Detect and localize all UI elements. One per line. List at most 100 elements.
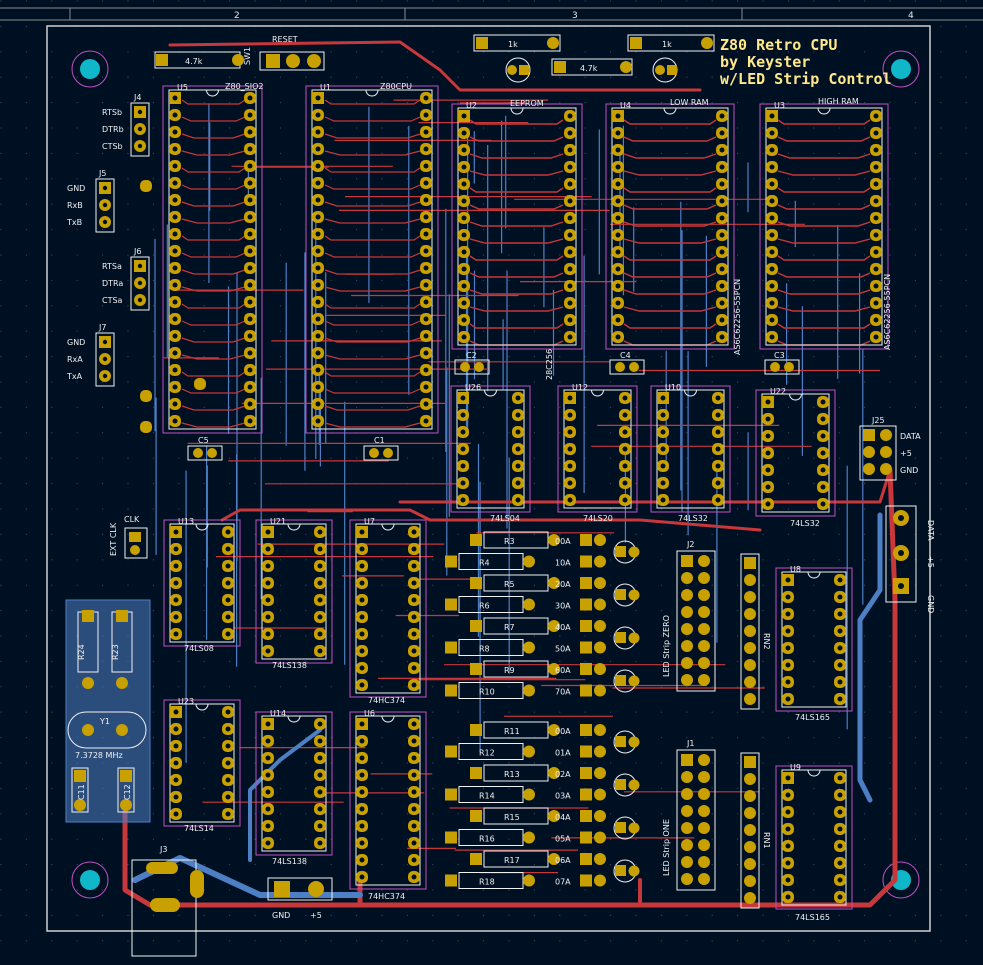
connectors: RTSbDTRbCTSbJ4GNDRxBTxBJ5RTSaDTRaCTSaJ6G… bbox=[66, 93, 935, 909]
frame-col-4: 4 bbox=[908, 11, 914, 21]
chip-value-u26: 74LS04 bbox=[490, 514, 520, 523]
sio-bus-trace bbox=[181, 99, 246, 105]
c1-label: C1 bbox=[374, 436, 385, 445]
pin-label-gnd: GND bbox=[67, 338, 85, 347]
j1-label-strip: LED Strip ONE bbox=[662, 819, 671, 876]
eeprom-bus-trace bbox=[469, 187, 564, 193]
header-ref-j7: J7 bbox=[98, 323, 106, 332]
test-pad bbox=[140, 421, 152, 433]
chip-ref-u10: U10 bbox=[665, 383, 681, 392]
ext-clk-label: EXT CLK bbox=[109, 522, 118, 556]
high-ram-bus-trace bbox=[777, 204, 871, 210]
resistor-network-rn2-label: RN2 bbox=[762, 633, 771, 650]
low-ram-bus-trace bbox=[623, 119, 717, 125]
test-pad bbox=[194, 378, 206, 390]
resistor-ref-r9: R9 bbox=[504, 666, 515, 675]
board-edge bbox=[46, 25, 931, 932]
high-ram-bus-trace bbox=[777, 323, 871, 329]
cpu-bus-trace bbox=[324, 252, 421, 258]
reset-resistor-value: 4.7k bbox=[185, 57, 203, 66]
reset-label: RESET bbox=[272, 35, 298, 44]
chip-ref-u23: U23 bbox=[178, 697, 194, 706]
chip-ref-u12: U12 bbox=[572, 383, 588, 392]
top-passives: 4.7k RESET SW1 1k 1k 4.7k bbox=[154, 34, 715, 83]
crystal-oscillator-block: R24 R23 Y1 7.3728 MHz C11 C12 bbox=[65, 599, 151, 823]
led-label-r5: 20A bbox=[555, 580, 571, 589]
power-jack-j3: J3 bbox=[131, 845, 204, 957]
power-5v-label: +5 bbox=[310, 911, 322, 920]
led-label-r8: 50A bbox=[555, 645, 571, 654]
resistor-ref-r3: R3 bbox=[504, 537, 515, 546]
led-label-r3: 00A bbox=[555, 537, 571, 546]
front-copper-traces bbox=[163, 99, 880, 874]
mounting-hole-bl bbox=[71, 861, 109, 899]
j3-label: J3 bbox=[159, 845, 167, 854]
cpu-bus-trace bbox=[324, 184, 421, 190]
resistor-top-r3: R3 00A bbox=[470, 531, 640, 564]
r-1k-left: 1k bbox=[508, 40, 518, 49]
clk-label: CLK bbox=[124, 515, 140, 524]
pin-label-txb: TxB bbox=[66, 218, 82, 227]
header-ref-j5: J5 bbox=[98, 169, 106, 178]
c12-label: C12 bbox=[123, 784, 132, 800]
high-ram-bus-trace bbox=[777, 170, 871, 176]
sio-bus-trace bbox=[181, 133, 246, 139]
chip-value-u3: HIGH RAM bbox=[818, 97, 859, 106]
chip-value-u22: 74LS32 bbox=[790, 519, 820, 528]
resistor-ref-r16: R16 bbox=[479, 835, 495, 844]
led-label-r12: 01A bbox=[555, 749, 571, 758]
led-label-r11: 00A bbox=[555, 727, 571, 736]
sio-bus-trace bbox=[181, 303, 246, 309]
led-label-r17: 06A bbox=[555, 856, 571, 865]
eeprom-bus-trace bbox=[469, 323, 564, 329]
chip-value-u13: 74LS08 bbox=[184, 644, 214, 653]
r23-label: R23 bbox=[111, 644, 120, 660]
small-capacitors: C5 C1 C2 C4 C3 bbox=[187, 351, 800, 461]
sio-bus-trace bbox=[181, 388, 246, 394]
low-ram-bus-trace bbox=[623, 136, 717, 142]
led-label-r13: 02A bbox=[555, 770, 571, 779]
right-terminal-label-1: +5 bbox=[926, 556, 935, 568]
low-ram-bus-trace bbox=[623, 289, 717, 295]
cpu-bus-trace bbox=[324, 235, 421, 241]
j25-label: J25 bbox=[871, 416, 885, 425]
chip-ref-u6: U6 bbox=[364, 709, 375, 718]
chip-value-u12: 74LS20 bbox=[583, 514, 613, 523]
chip-value-u9: 74LS165 bbox=[795, 913, 830, 922]
pin-label-rxa: RxA bbox=[67, 355, 83, 364]
sio-bus-trace bbox=[181, 116, 246, 122]
sio-bus-trace bbox=[181, 184, 246, 190]
header-ref-j6: J6 bbox=[133, 247, 141, 256]
c5-label: C5 bbox=[198, 436, 209, 445]
right-terminal-label-0: DATA bbox=[926, 520, 935, 541]
chip-part-u3: AS6C62256-55PCN bbox=[883, 274, 892, 350]
eeprom-bus-trace bbox=[469, 221, 564, 227]
y1-label: Y1 bbox=[99, 717, 110, 726]
sio-bus-trace bbox=[181, 252, 246, 258]
j25-pin-label-1: +5 bbox=[900, 449, 912, 458]
high-ram-bus-trace bbox=[777, 187, 871, 193]
pin-label-dtrb: DTRb bbox=[102, 125, 124, 134]
r-1k-right: 1k bbox=[662, 40, 672, 49]
c4-label: C4 bbox=[620, 351, 631, 360]
sio-bus-trace bbox=[181, 320, 246, 326]
cpu-bus-trace bbox=[324, 133, 421, 139]
